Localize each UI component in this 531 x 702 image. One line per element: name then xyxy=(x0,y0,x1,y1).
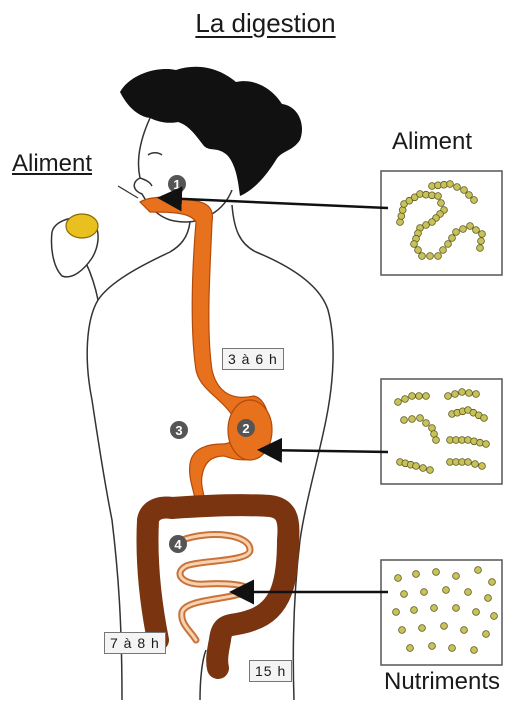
molecule-bead xyxy=(409,416,416,423)
molecule-bead xyxy=(399,627,406,634)
molecule-bead xyxy=(489,579,496,586)
step-marker-2: 2 xyxy=(237,419,255,437)
molecule-bead xyxy=(420,465,427,472)
molecule-bead xyxy=(395,575,402,582)
molecule-bead xyxy=(429,643,436,650)
molecule-bead xyxy=(419,253,426,260)
large-intestine-time-label: 15 h xyxy=(249,660,292,682)
molecule-bead xyxy=(473,391,480,398)
molecule-bead xyxy=(407,645,414,652)
molecule-bead xyxy=(401,417,408,424)
molecule-bead xyxy=(411,607,418,614)
step-marker-1: 1 xyxy=(168,175,186,193)
molecule-bead xyxy=(417,415,424,422)
molecule-bead xyxy=(423,420,430,427)
molecule-bead xyxy=(415,247,422,254)
molecule-bead xyxy=(479,231,486,238)
stomach-time-label: 3 à 6 h xyxy=(222,348,284,370)
molecule-bead xyxy=(393,609,400,616)
molecule-bead xyxy=(452,391,459,398)
molecule-bead xyxy=(461,627,468,634)
molecule-bead xyxy=(460,226,467,233)
molecule-bead xyxy=(427,467,434,474)
svg-text:1: 1 xyxy=(173,177,180,192)
molecule-bead xyxy=(433,437,440,444)
small-intestine-time-label: 7 à 8 h xyxy=(104,632,166,654)
hair xyxy=(120,67,302,196)
aliment-left-label: Aliment xyxy=(12,150,92,178)
molecule-bead xyxy=(481,415,488,422)
molecule-bead xyxy=(445,241,452,248)
nutriments-label: Nutriments xyxy=(384,668,500,696)
molecule-bead xyxy=(467,223,474,230)
svg-text:3: 3 xyxy=(175,423,182,438)
molecule-bead xyxy=(438,200,445,207)
molecule-bead xyxy=(421,589,428,596)
molecule-bead xyxy=(440,247,447,254)
arrow-box-to-stomach xyxy=(262,450,388,452)
molecule-bead xyxy=(443,587,450,594)
molecule-bead xyxy=(427,253,434,260)
molecule-bead xyxy=(483,441,490,448)
molecule-bead xyxy=(465,459,472,466)
molecule-bead xyxy=(485,595,492,602)
food-piece xyxy=(66,214,98,238)
svg-text:4: 4 xyxy=(174,537,182,552)
molecule-bead xyxy=(445,393,452,400)
molecule-bead xyxy=(401,591,408,598)
molecule-bead xyxy=(419,625,426,632)
molecule-bead xyxy=(433,569,440,576)
molecule-bead xyxy=(453,573,460,580)
molecule-bead xyxy=(477,245,484,252)
step-marker-4: 4 xyxy=(169,535,187,553)
molecule-bead xyxy=(483,631,490,638)
molecule-bead xyxy=(491,613,498,620)
molecule-bead xyxy=(466,390,473,397)
molecule-bead xyxy=(413,571,420,578)
step-marker-3: 3 xyxy=(170,421,188,439)
molecule-bead xyxy=(409,393,416,400)
molecule-bead xyxy=(423,393,430,400)
molecule-bead xyxy=(471,197,478,204)
molecule-bead xyxy=(441,623,448,630)
molecule-bead xyxy=(402,396,409,403)
molecule-bead xyxy=(449,235,456,242)
molecule-bead xyxy=(449,645,456,652)
aliment-right-label: Aliment xyxy=(392,128,472,156)
molecule-bead xyxy=(416,393,423,400)
molecule-bead xyxy=(395,399,402,406)
molecule-bead xyxy=(447,181,454,188)
molecule-bead xyxy=(465,589,472,596)
molecule-bead xyxy=(454,184,461,191)
molecule-bead xyxy=(473,609,480,616)
molecule-bead xyxy=(471,647,478,654)
molecule-bead xyxy=(475,567,482,574)
molecule-bead xyxy=(453,605,460,612)
molecule-bead xyxy=(473,227,480,234)
molecule-bead xyxy=(435,193,442,200)
molecule-bead xyxy=(411,241,418,248)
molecule-bead xyxy=(478,238,485,245)
molecule-bead xyxy=(431,605,438,612)
svg-text:2: 2 xyxy=(242,421,249,436)
molecule-bead xyxy=(472,461,479,468)
molecule-bead xyxy=(435,253,442,260)
molecule-bead xyxy=(453,229,460,236)
molecule-bead xyxy=(459,389,466,396)
molecule-bead xyxy=(413,463,420,470)
molecule-bead xyxy=(479,463,486,470)
